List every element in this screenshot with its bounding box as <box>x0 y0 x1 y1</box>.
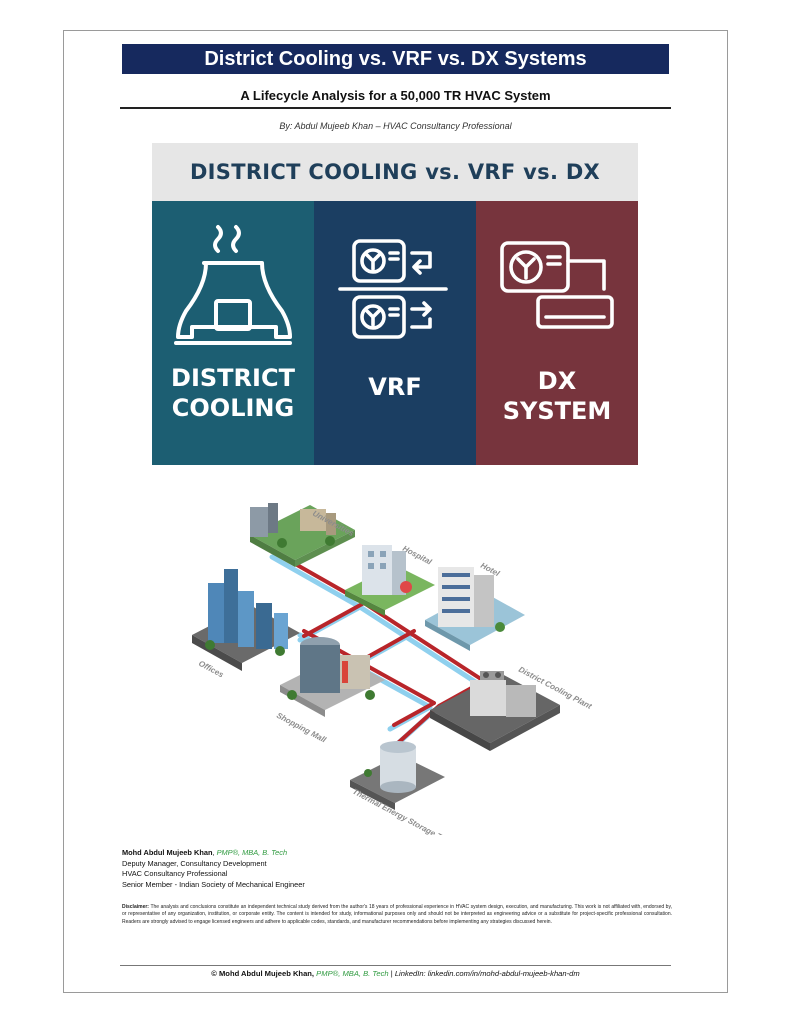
footer-separator: | <box>390 969 393 978</box>
page-border <box>63 30 728 993</box>
shopping-mall-label: Shopping Mall <box>275 711 328 745</box>
vrf-panel: VRF <box>314 201 476 465</box>
district-cooling-network-illustration: Universities Hospital Hotel Offices <box>192 503 593 835</box>
offices-label: Offices <box>197 659 226 680</box>
district-cooling-panel: DISTRICT COOLING <box>152 201 314 465</box>
comparison-banner: DISTRICT COOLING vs. VRF vs. DX SYSTEM D… <box>152 143 638 465</box>
hospital-block <box>345 545 435 616</box>
shopping-mall-block <box>280 637 385 717</box>
document-subtitle: A Lifecycle Analysis for a 50,000 TR HVA… <box>240 88 551 103</box>
author-role: Deputy Manager, Consultancy Development <box>122 858 267 868</box>
disclaimer-label: Disclaimer: <box>122 904 149 910</box>
document-title: District Cooling vs. VRF vs. DX Systems <box>122 44 669 74</box>
footer-credentials: PMP®, MBA, B. Tech <box>316 969 389 978</box>
byline: By: Abdul Mujeeb Khan – HVAC Consultancy… <box>279 121 512 131</box>
district-cooling-label-line1: DISTRICT <box>171 364 295 392</box>
universities-block <box>250 503 355 567</box>
vrf-label: VRF <box>368 373 422 401</box>
district-cooling-plant-block <box>430 671 560 751</box>
district-cooling-label-line2: COOLING <box>171 394 295 422</box>
hotel-block <box>425 567 525 651</box>
dx-system-panel: DX SYSTEM <box>476 201 638 465</box>
thermal-energy-storage-block <box>350 741 445 810</box>
vrf-units-icon <box>338 239 448 339</box>
disclaimer-text: The analysis and conclusions constitute … <box>122 904 672 925</box>
author-credentials: PMP®, MBA, B. Tech <box>216 848 288 857</box>
author-field: HVAC Consultancy Professional <box>122 869 228 879</box>
title-divider <box>120 107 671 109</box>
banner-heading: DISTRICT COOLING vs. VRF vs. DX SYSTEM <box>152 143 638 242</box>
linkedin-link[interactable]: LinkedIn: linkedin.com/in/mohd-abdul-muj… <box>394 969 580 978</box>
footer: © Mohd Abdul Mujeeb Khan, PMP®, MBA, B. … <box>122 969 669 978</box>
footer-copyright: © Mohd Abdul Mujeeb Khan, <box>211 969 315 978</box>
author-name-line: Mohd Abdul Mujeeb Khan, PMP®, MBA, B. Te… <box>122 848 288 857</box>
author-name: Mohd Abdul Mujeeb Khan <box>122 848 213 857</box>
footer-divider <box>120 965 671 966</box>
disclaimer: Disclaimer: The analysis and conclusions… <box>122 904 672 926</box>
author-block: Mohd Abdul Mujeeb Khan, PMP®, MBA, B. Te… <box>122 848 305 890</box>
dx-label-line2: SYSTEM <box>502 397 612 425</box>
dx-split-unit-icon <box>500 241 614 329</box>
cooling-tower-icon <box>174 225 292 345</box>
offices-block <box>192 569 300 671</box>
dx-label-line1: DX <box>537 367 577 395</box>
author-membership: Senior Member - Indian Society of Mechan… <box>122 879 305 889</box>
